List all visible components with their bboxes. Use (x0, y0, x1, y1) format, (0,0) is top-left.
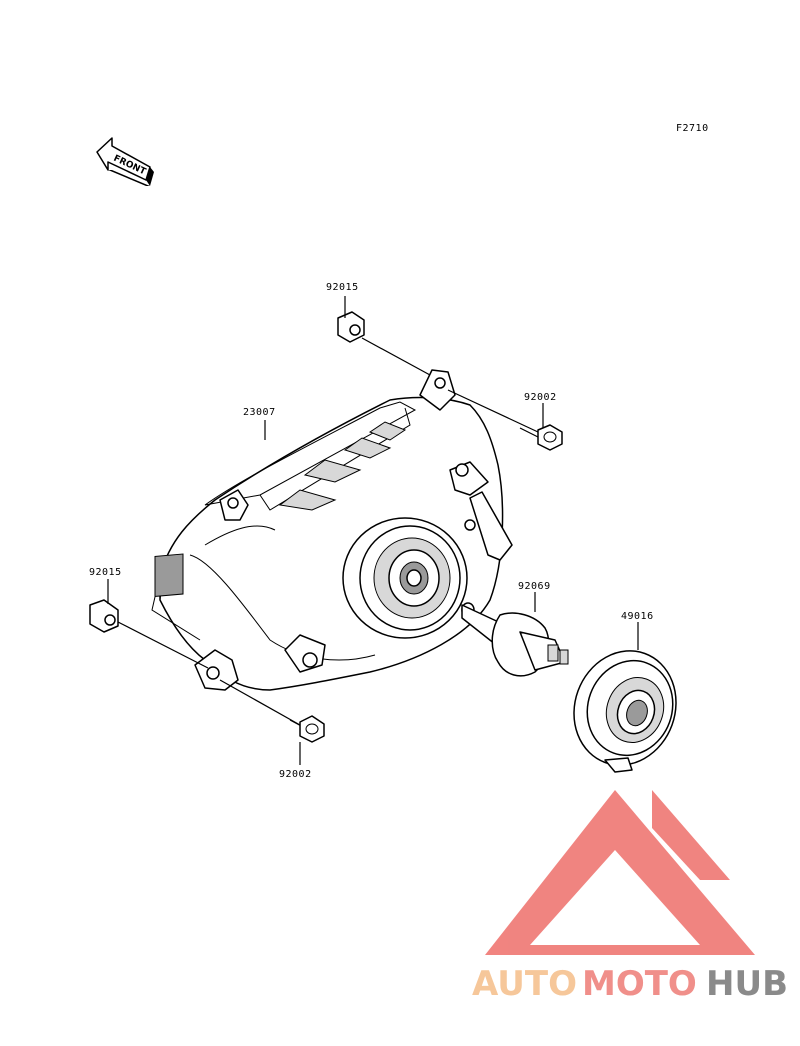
callout-92015-left: 92015 (89, 567, 122, 578)
leader-lines (107, 296, 639, 765)
front-arrow-icon: FRONT (96, 137, 154, 186)
headlight-housing-23007 (151, 369, 513, 691)
watermark-hub: HUB (706, 964, 788, 1004)
callout-92069: 92069 (518, 581, 551, 592)
boot-cover-49016 (573, 650, 677, 773)
figure-code: F2710 (676, 123, 709, 134)
clip-nut-92015-top (337, 311, 365, 343)
bulb-92069 (461, 602, 569, 677)
watermark-logo (485, 790, 755, 955)
watermark-moto: MOTO (582, 964, 697, 1004)
callout-49016: 49016 (621, 611, 654, 622)
clip-nut-92015-left (89, 599, 119, 633)
bolt-92002-bottom (289, 715, 325, 743)
watermark-text: AUTO MOTO HUB (472, 964, 788, 1004)
bolt-92002-top (519, 424, 563, 451)
callout-23007: 23007 (243, 407, 276, 418)
callout-92002-bottom: 92002 (279, 769, 312, 780)
callout-92015-top: 92015 (326, 282, 359, 293)
callout-92002-top: 92002 (524, 392, 557, 403)
watermark-auto: AUTO (472, 964, 577, 1004)
